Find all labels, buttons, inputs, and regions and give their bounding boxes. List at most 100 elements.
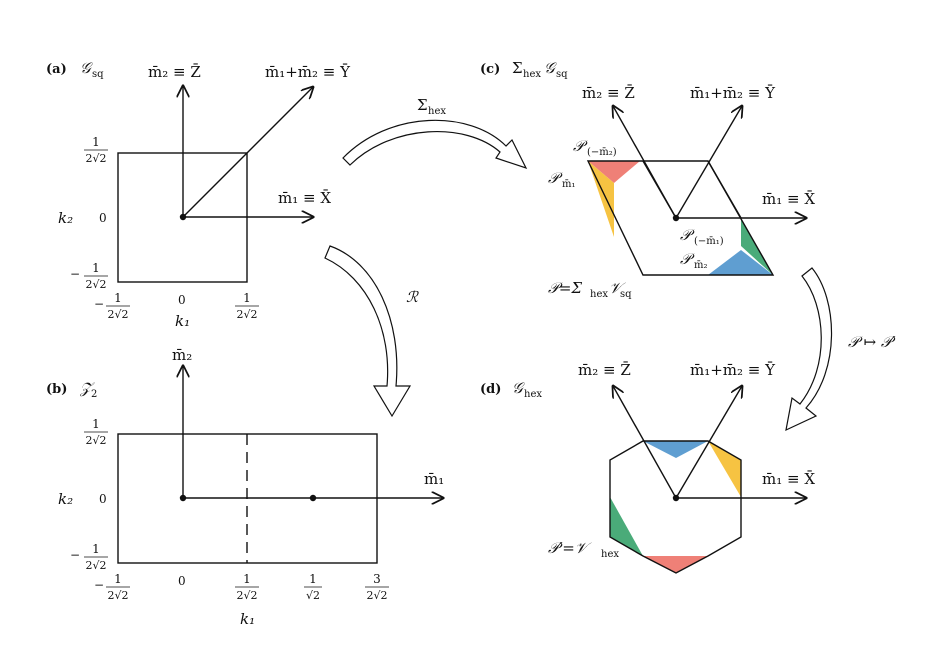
tick-b-k2-zero: 0 bbox=[99, 492, 107, 506]
tick-a-k2-bottom: − 1 2√2 bbox=[70, 261, 108, 291]
label-P-m1-sub: m̄₁ bbox=[562, 179, 576, 190]
panel-c-title-sigma: Σ bbox=[512, 59, 523, 77]
vector-d-m2 bbox=[613, 386, 677, 499]
tick-b-k2-top: 1 2√2 bbox=[84, 417, 108, 447]
arrow-R: ℛ bbox=[324, 245, 419, 418]
arrow-sigma-hex: Σ hex bbox=[342, 96, 528, 170]
axis-b-k2: k₂ bbox=[58, 490, 73, 508]
tick-b-k1-sqrt2: 1 √2 bbox=[304, 572, 322, 602]
point-b-second bbox=[309, 494, 317, 502]
label-b-m1: m̄₁ bbox=[424, 470, 444, 488]
svg-text:2√2: 2√2 bbox=[85, 434, 106, 447]
origin-point bbox=[179, 213, 187, 221]
region-d-red bbox=[643, 556, 708, 573]
label-P-eq: 𝒫=Σ bbox=[548, 279, 582, 297]
svg-text:1: 1 bbox=[243, 572, 251, 586]
label-P-eq-sub1: hex bbox=[590, 289, 608, 300]
label-P-m1: 𝒫 bbox=[548, 169, 563, 187]
tick-b-k1-zero: 0 bbox=[178, 574, 186, 588]
origin-point-c bbox=[672, 214, 680, 222]
tick-b-k1-three-half: 3 2√2 bbox=[365, 572, 389, 602]
panel-a-letter: (a) bbox=[46, 62, 67, 77]
panel-c-title-sub1: hex bbox=[523, 69, 541, 80]
panel-b-title: 𝒵 bbox=[79, 379, 95, 397]
axis-a-k1: k₁ bbox=[175, 312, 190, 330]
inner-edge-left bbox=[642, 160, 677, 219]
svg-text:−: − bbox=[70, 267, 80, 281]
panel-b: (b) 𝒵 2 m̄₂ m̄₁ 1 2√2 k₂ 0 − 1 2√2 − 1 2… bbox=[46, 346, 444, 628]
label-d-m1m2-Y: m̄₁+m̄₂ ≡ Ȳ bbox=[690, 361, 776, 379]
svg-text:2√2: 2√2 bbox=[236, 589, 257, 602]
region-d-blue bbox=[643, 441, 708, 458]
svg-text:2√2: 2√2 bbox=[85, 152, 106, 165]
panel-a-title-sub: sq bbox=[92, 69, 104, 80]
label-sigma-hex: Σ bbox=[417, 96, 428, 114]
tick-a-k1-zero: 0 bbox=[178, 293, 186, 307]
label-P-m2: 𝒫 bbox=[680, 250, 695, 268]
tick-a-k1-left: − 1 2√2 bbox=[94, 291, 130, 321]
tick-a-k1-right: 1 2√2 bbox=[235, 291, 259, 321]
svg-text:1: 1 bbox=[92, 542, 100, 556]
panel-d-title: 𝒢 bbox=[512, 379, 525, 397]
vector-m1-plus-m2 bbox=[182, 87, 313, 218]
svg-text:1: 1 bbox=[92, 261, 100, 275]
svg-text:1: 1 bbox=[309, 572, 317, 586]
label-P-neg-m2: 𝒫 bbox=[573, 137, 588, 155]
panel-a-title: 𝒢 bbox=[80, 59, 93, 77]
tick-b-k1-left: − 1 2√2 bbox=[94, 572, 130, 602]
svg-text:−: − bbox=[70, 548, 80, 562]
label-d-m1-X: m̄₁ ≡ X̄ bbox=[762, 470, 815, 488]
region-P-m2 bbox=[708, 250, 773, 275]
hexagon-zone bbox=[609, 440, 742, 574]
panel-d: (d) 𝒢 hex m̄₂ ≡ Z̄ m̄₁+m̄₂ ≡ Ȳ m̄₁ ≡ X̄ … bbox=[480, 361, 815, 574]
tick-b-k2-bottom: − 1 2√2 bbox=[70, 542, 108, 572]
label-m1m2-Y: m̄₁+m̄₂ ≡ Ȳ bbox=[265, 63, 351, 81]
origin-point-b bbox=[179, 494, 187, 502]
panel-d-letter: (d) bbox=[480, 382, 501, 397]
arrow-P-map: 𝒫 ↦ 𝒫′ bbox=[785, 267, 896, 432]
label-P-map: 𝒫 ↦ 𝒫′ bbox=[848, 333, 896, 351]
panel-c-title-sub2: sq bbox=[556, 69, 568, 80]
panel-c-letter: (c) bbox=[480, 62, 500, 77]
label-P-neg-m1: 𝒫 bbox=[680, 226, 695, 244]
label-m1-X: m̄₁ ≡ X̄ bbox=[278, 189, 331, 207]
label-m2-Z: m̄₂ ≡ Z̄ bbox=[148, 63, 201, 81]
label-P-m2-sub: m̄₂ bbox=[694, 260, 708, 271]
label-R: ℛ bbox=[406, 288, 419, 306]
label-Pp-eq: 𝒫′=𝒱 bbox=[548, 539, 592, 557]
svg-text:1: 1 bbox=[114, 572, 122, 586]
panel-c-title-G: 𝒢 bbox=[544, 59, 557, 77]
origin-point-d bbox=[672, 494, 680, 502]
label-P-eq-sub2: sq bbox=[620, 289, 632, 300]
panel-a: (a) 𝒢 sq m̄₂ ≡ Z̄ m̄₁+m̄₂ ≡ Ȳ m̄₁ ≡ X̄ 1… bbox=[46, 59, 351, 330]
svg-text:−: − bbox=[94, 578, 104, 592]
region-d-yellow bbox=[708, 441, 741, 497]
axis-b-k1: k₁ bbox=[240, 610, 255, 628]
svg-text:1: 1 bbox=[92, 135, 100, 149]
svg-text:1: 1 bbox=[114, 291, 122, 305]
label-Pp-eq-sub: hex bbox=[601, 549, 619, 560]
svg-text:2√2: 2√2 bbox=[85, 278, 106, 291]
vector-d-m1m2 bbox=[675, 386, 742, 499]
tick-b-k1-half: 1 2√2 bbox=[235, 572, 259, 602]
tick-a-k2-top: 1 2√2 bbox=[84, 135, 108, 165]
label-c-m2-Z: m̄₂ ≡ Z̄ bbox=[582, 84, 635, 102]
panel-d-title-sub: hex bbox=[524, 389, 542, 400]
label-c-m1-X: m̄₁ ≡ X̄ bbox=[762, 190, 815, 208]
label-c-m1m2-Y: m̄₁+m̄₂ ≡ Ȳ bbox=[690, 84, 776, 102]
label-b-m2: m̄₂ bbox=[172, 346, 192, 364]
svg-text:1: 1 bbox=[92, 417, 100, 431]
parallelogram-zone bbox=[586, 160, 775, 276]
svg-text:2√2: 2√2 bbox=[366, 589, 387, 602]
tick-a-k2-zero: 0 bbox=[99, 211, 107, 225]
inner-edge-right bbox=[707, 160, 742, 219]
svg-text:2√2: 2√2 bbox=[107, 308, 128, 321]
svg-text:3: 3 bbox=[373, 572, 381, 586]
svg-text:2√2: 2√2 bbox=[107, 589, 128, 602]
region-P-m1 bbox=[588, 161, 614, 237]
svg-text:2√2: 2√2 bbox=[236, 308, 257, 321]
svg-text:√2: √2 bbox=[306, 589, 320, 602]
axis-a-k2: k₂ bbox=[58, 209, 73, 227]
label-d-m2-Z: m̄₂ ≡ Z̄ bbox=[578, 361, 631, 379]
